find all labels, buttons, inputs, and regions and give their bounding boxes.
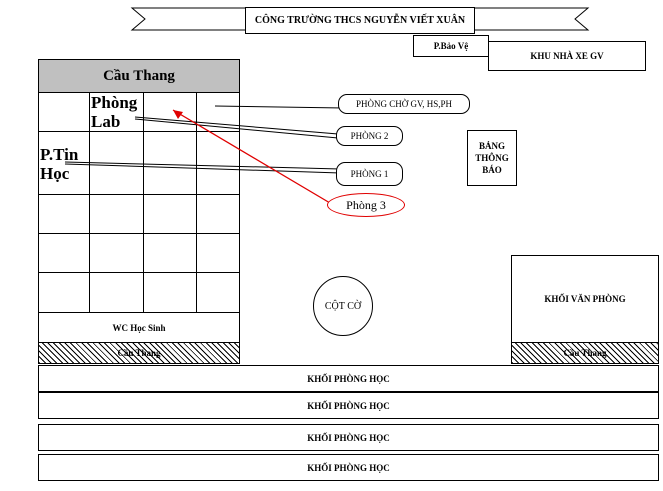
left-stairs-bottom: Cầu Thang [38,342,240,364]
office-stairs-label: Cầu Thang [563,348,607,358]
notice-board-label: BẢNG THÔNG BÁO [475,141,509,175]
office-stairs: Cầu Thang [511,342,659,364]
callout-room-1-label: PHÒNG 1 [350,169,389,179]
teacher-parking: KHU NHÀ XE GV [488,41,646,71]
left-stairs-bottom-label: Cầu Thang [117,348,161,358]
flag-pole-label: CỘT CỜ [324,300,362,312]
room-cell [196,272,240,313]
classroom-block-label: KHỐI PHÒNG HỌC [307,400,390,411]
left-block-stairs-label: Cầu Thang [103,67,175,84]
flag-pole: CỘT CỜ [313,276,373,336]
classroom-block-label: KHỐI PHÒNG HỌC [307,373,390,384]
callout-room-3: Phòng 3 [327,193,405,217]
teacher-parking-label: KHU NHÀ XE GV [530,51,604,61]
callout-waiting-room-label: PHÒNG CHỜ GV, HS,PH [355,99,453,109]
callout-room-2: PHÒNG 2 [336,126,403,146]
callout-room-3-label: Phòng 3 [346,197,386,212]
callout-waiting-room: PHÒNG CHỜ GV, HS,PH [338,94,470,114]
guard-room: P.Bảo Vệ [413,35,489,57]
student-wc-label: WC Học Sinh [112,322,166,333]
room-cell [89,194,144,234]
room-cell [38,272,90,313]
classroom-block-label: KHỐI PHÒNG HỌC [307,432,390,443]
classroom-block-label: KHỐI PHÒNG HỌC [307,462,390,473]
classroom-block: KHỐI PHÒNG HỌC [38,454,659,481]
school-gate-label: CÔNG TRƯỜNG THCS NGUYỄN VIẾT XUÂN [254,15,466,26]
room-cell [196,233,240,273]
room-cell [38,92,90,132]
room-cell [143,233,197,273]
guard-room-label: P.Bảo Vệ [433,41,469,51]
lab-room-label: Phòng Lab [91,93,141,131]
classroom-block: KHỐI PHÒNG HỌC [38,424,659,451]
room-cell [196,194,240,234]
callout-room-1: PHÒNG 1 [336,162,403,186]
callout-room-2-label: PHÒNG 2 [350,131,389,141]
room-cell [38,233,90,273]
office-block-label: KHỐI VĂN PHÒNG [544,294,626,304]
room-cell [196,131,240,195]
school-gate: CÔNG TRƯỜNG THCS NGUYỄN VIẾT XUÂN [245,7,475,34]
room-cell [143,272,197,313]
notice-board: BẢNG THÔNG BÁO [467,130,517,186]
classroom-block: KHỐI PHÒNG HỌC [38,392,659,419]
student-wc: WC Học Sinh [38,312,240,343]
room-cell [38,194,90,234]
classroom-block: KHỐI PHÒNG HỌC [38,365,659,392]
office-block: KHỐI VĂN PHÒNG [511,255,659,343]
